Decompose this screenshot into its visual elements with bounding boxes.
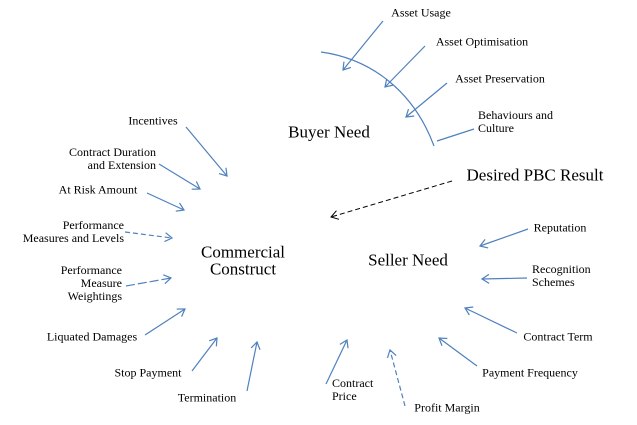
label-performance-weightings: Performance Measure Weightings: [60, 263, 122, 304]
arrow-at-risk-amount: [146, 192, 186, 212]
label-asset-optimisation: Asset Optimisation: [435, 34, 529, 49]
arrow-recognition-schemes: [480, 273, 528, 284]
arrow-performance-measures: [124, 231, 174, 243]
label-profit-margin: Profit Margin: [414, 400, 480, 415]
label-reputation: Reputation: [533, 220, 587, 235]
hub-seller-need: Seller Need: [368, 250, 448, 270]
label-contract-term: Contract Term: [523, 329, 593, 344]
label-recognition-schemes: Recognition Schemes: [532, 262, 591, 290]
label-asset-preservation: Asset Preservation: [455, 71, 545, 86]
hub-desired-pbc-result: Desired PBC Result: [466, 165, 604, 185]
hub-buyer-need: Buyer Need: [288, 122, 370, 142]
leader-behaviours-culture: [436, 128, 475, 142]
label-incentives: Incentives: [128, 113, 178, 128]
arrow-liquated-damages: [144, 308, 186, 336]
arrow-contract-term: [464, 306, 518, 334]
label-asset-usage: Asset Usage: [391, 5, 451, 20]
arrow-termination: [246, 340, 261, 392]
label-liquated-damages: Liquated Damages: [46, 329, 138, 344]
arrow-reputation: [478, 228, 529, 249]
label-contract-price: Contract Price: [332, 376, 374, 404]
arrow-desired-pbc-result: [330, 180, 453, 220]
arrow-stop-payment: [191, 337, 218, 372]
label-performance-measures: Performance Measures and Levels: [22, 218, 124, 246]
arrow-performance-weightings: [125, 274, 173, 287]
arrow-contract-duration: [158, 163, 201, 190]
label-payment-frequency: Payment Frequency: [482, 365, 578, 380]
arrow-asset-usage: [342, 20, 384, 71]
hub-commercial-construct: Commercial Construct: [200, 242, 286, 279]
label-behaviours-culture: Behaviours and Culture: [478, 108, 553, 136]
label-contract-duration: Contract Duration and Extension: [69, 145, 156, 173]
arrow-contract-price: [325, 338, 349, 385]
arrow-profit-margin: [386, 348, 406, 407]
arrow-asset-preservation: [405, 82, 448, 118]
arrow-payment-frequency: [438, 337, 478, 367]
arrow-incentives: [185, 126, 228, 177]
arrow-asset-optimisation: [384, 45, 426, 88]
label-stop-payment: Stop Payment: [114, 365, 182, 380]
label-at-risk-amount: At Risk Amount: [58, 182, 138, 197]
label-termination: Termination: [177, 390, 237, 405]
